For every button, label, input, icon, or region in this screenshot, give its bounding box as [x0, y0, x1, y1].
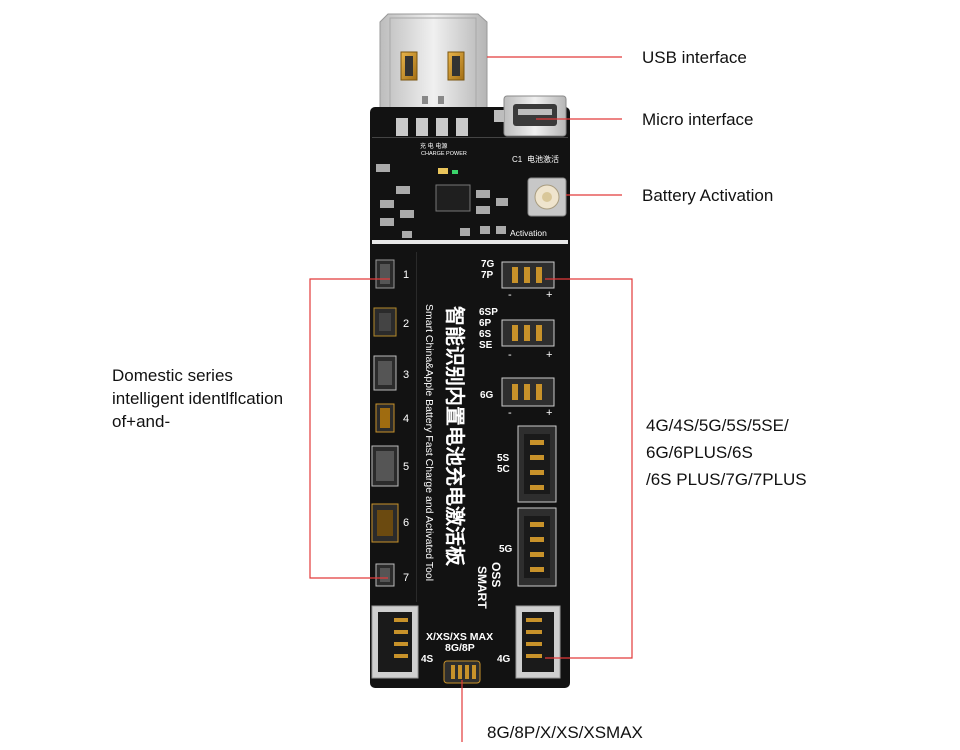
port-7: 7 — [375, 563, 409, 587]
port-number: 1 — [403, 269, 409, 281]
port-3: 3 — [373, 355, 409, 391]
usb-solder-tabs — [396, 118, 468, 136]
board-title-cn: 智能识别内置电池充电激活板 — [443, 306, 467, 567]
silk-divider — [416, 252, 417, 602]
battery-activation-label: Battery Activation — [642, 186, 774, 205]
port-4g: 4G — [497, 605, 561, 679]
apple-bracket — [545, 278, 633, 659]
port-label-7g: 7G — [481, 259, 495, 270]
brand-smart: SMART — [475, 566, 489, 609]
apple-models-label: 4G/4S/5G/5S/5SE/ 6G/6PLUS/6S /6S PLUS/7G… — [646, 412, 807, 493]
polarity-plus: + — [546, 289, 552, 301]
port-label-5c: 5C — [497, 464, 510, 475]
port-label-6s: 6S — [479, 329, 492, 340]
apple-line-2: 6G/6PLUS/6S — [646, 443, 753, 462]
polarity-plus: + — [546, 349, 552, 361]
domestic-series-label: Domestic series intelligent identlflcati… — [112, 364, 283, 433]
port-2: 2 — [373, 307, 409, 337]
port-label-x-xs-xsmax: X/XS/XS MAX — [426, 631, 493, 643]
usb-connector — [379, 13, 488, 119]
port-number: 4 — [403, 413, 409, 425]
battery-activation-cn-label: 电池激活 — [527, 154, 559, 164]
usb-interface-label: USB interface — [642, 48, 747, 67]
port-number: 3 — [403, 369, 409, 381]
activation-button — [527, 177, 567, 217]
port-label-4g: 4G — [497, 654, 511, 665]
port-7g-7p: 7G 7P - + — [481, 259, 555, 301]
callout-lines — [309, 56, 633, 742]
port-label-7p: 7P — [481, 270, 494, 281]
port-number: 2 — [403, 318, 409, 330]
domestic-ports: 1 2 3 4 5 6 7 — [371, 259, 409, 587]
port-number: 7 — [403, 572, 409, 584]
polarity-minus: - — [508, 349, 512, 361]
port-label-6g: 6G — [480, 390, 494, 401]
micro-usb-port — [494, 95, 567, 137]
port-5s-5c: 5S 5C — [497, 425, 557, 503]
board-title-en: Smart China&Apple Battery Fast Charge an… — [423, 304, 435, 581]
polarity-minus: - — [508, 289, 512, 301]
c1-label: C1 — [512, 155, 523, 164]
port-5: 5 — [371, 445, 409, 487]
port-6: 6 — [371, 503, 409, 543]
port-label-5g: 5G — [499, 544, 513, 555]
port-label-6p: 6P — [479, 318, 492, 329]
port-number: 5 — [403, 461, 409, 473]
smd-components — [376, 164, 508, 238]
port-label-5s: 5S — [497, 453, 510, 464]
port-4: 4 — [375, 403, 409, 433]
port-6s-group: 6SP 6P 6S SE - + — [479, 307, 555, 361]
domestic-line-2: intelligent identlflcation — [112, 389, 284, 408]
port-5g: 5G — [499, 507, 557, 587]
chinese-charge-label: 充 电 电源 — [420, 142, 447, 150]
charge-power-label: CHARGE POWER — [421, 151, 467, 157]
apple-ports: 7G 7P - + 6SP 6P 6S SE - + 6G - + — [371, 259, 561, 684]
micro-interface-label: Micro interface — [642, 110, 754, 129]
port-label-4s: 4S — [421, 654, 434, 665]
domestic-line-1: Domestic series — [112, 366, 233, 385]
domestic-bracket — [309, 278, 390, 579]
apple-line-3: /6S PLUS/7G/7PLUS — [646, 470, 807, 489]
brand-oss: OSS — [489, 562, 503, 587]
port-label-6sp: 6SP — [479, 307, 498, 318]
domestic-line-3: of+and- — [112, 412, 171, 431]
port-number: 6 — [403, 517, 409, 529]
activation-label: Activation — [510, 228, 547, 238]
polarity-plus: + — [546, 407, 552, 419]
port-1: 1 — [375, 259, 409, 289]
port-label-se: SE — [479, 340, 493, 351]
port-6g: 6G - + — [480, 377, 555, 419]
port-8g-x: X/XS/XS MAX 8G/8P — [426, 631, 493, 684]
bottom-port-label: 8G/8P/X/XS/XSMAX — [487, 723, 643, 742]
port-4s: 4S — [371, 605, 434, 679]
apple-line-1: 4G/4S/5G/5S/5SE/ — [646, 416, 789, 435]
port-label-8g-8p: 8G/8P — [445, 642, 475, 654]
polarity-minus: - — [508, 407, 512, 419]
